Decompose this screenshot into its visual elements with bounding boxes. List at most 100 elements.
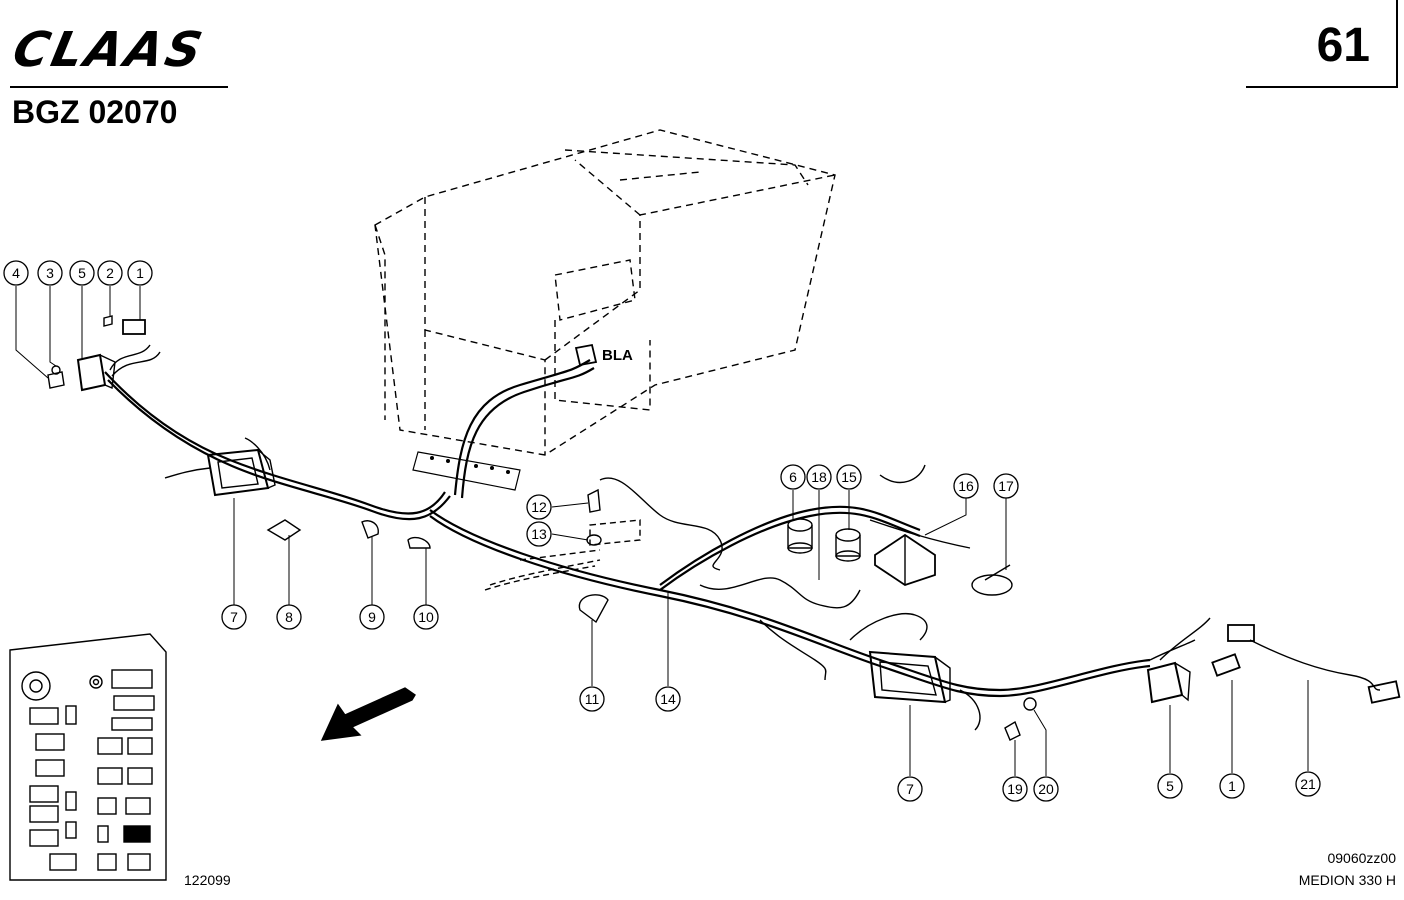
switch-16 — [874, 533, 936, 586]
callout-circle — [579, 686, 605, 712]
callout-circle — [953, 473, 979, 499]
callout-number: 9 — [368, 609, 376, 625]
callout-c13: 13 — [526, 521, 552, 547]
callout-circle — [1157, 773, 1183, 799]
callout-number: 3 — [46, 265, 54, 281]
callout-number: 6 — [789, 469, 797, 485]
fuse-8 — [266, 519, 302, 541]
callout-circle — [655, 686, 681, 712]
callout-number: 19 — [1007, 781, 1023, 797]
callout-number: 5 — [78, 265, 86, 281]
clip-10 — [407, 536, 431, 549]
callout-circle — [897, 776, 923, 802]
header-rule-right — [1246, 86, 1398, 88]
callout-number: 7 — [230, 609, 238, 625]
callout-c20: 20 — [1033, 776, 1059, 802]
callout-number: 21 — [1300, 776, 1316, 792]
bulb-2 — [103, 315, 113, 327]
relay-15 — [835, 528, 861, 562]
work-lamp-left — [206, 448, 276, 497]
callout-c10: 10 — [413, 604, 439, 630]
callout-circle — [836, 464, 862, 490]
cab-outline — [374, 129, 836, 456]
cable-tie-11 — [578, 594, 609, 624]
callout-number: 8 — [285, 609, 293, 625]
bracket-outline — [484, 519, 641, 591]
callout-circle — [526, 521, 552, 547]
callout-c1a: 1 — [127, 260, 153, 286]
callout-number: 17 — [998, 478, 1014, 494]
callout-circle — [1033, 776, 1059, 802]
callout-c7b: 7 — [897, 776, 923, 802]
callout-number: 20 — [1038, 781, 1054, 797]
callout-circle — [37, 260, 63, 286]
callout-c4: 4 — [3, 260, 29, 286]
callout-circle — [780, 464, 806, 490]
callout-circle — [127, 260, 153, 286]
callout-circle — [806, 464, 832, 490]
callout-circle — [1002, 776, 1028, 802]
callout-number: 16 — [958, 478, 974, 494]
callout-c16: 16 — [953, 473, 979, 499]
main-harness — [104, 359, 1151, 698]
callout-number: 14 — [660, 691, 676, 707]
callout-c7a: 7 — [221, 604, 247, 630]
callout-circle — [221, 604, 247, 630]
side-light-left — [76, 353, 116, 392]
callout-circle — [359, 604, 385, 630]
callout-number: 15 — [841, 469, 857, 485]
callout-c14: 14 — [655, 686, 681, 712]
callout-c18: 18 — [806, 464, 832, 490]
callout-circle — [526, 494, 552, 520]
header-rule-left — [10, 86, 228, 88]
switch-1-right — [1211, 653, 1241, 677]
clip-9 — [361, 520, 379, 539]
callout-number: 11 — [585, 691, 600, 707]
callout-number: 13 — [531, 526, 547, 542]
callout-circle — [1219, 773, 1245, 799]
callout-c6: 6 — [780, 464, 806, 490]
callout-c3: 3 — [37, 260, 63, 286]
footer-model: MEDION 330 H — [1298, 872, 1396, 888]
callout-number: 1 — [136, 265, 144, 281]
bulb-4 — [47, 371, 65, 389]
callout-c17: 17 — [993, 473, 1019, 499]
callout-c15: 15 — [836, 464, 862, 490]
direction-arrow-icon — [320, 687, 416, 741]
connector-label: BLA — [602, 347, 633, 364]
header-edge — [1396, 0, 1398, 86]
callout-circle — [1295, 771, 1321, 797]
leader-lines — [15, 286, 1309, 776]
switch-12 — [587, 488, 601, 513]
side-light-right — [1146, 661, 1191, 704]
callout-number: 2 — [106, 265, 114, 281]
callout-c19: 19 — [1002, 776, 1028, 802]
callout-number: 5 — [1166, 778, 1174, 794]
page-number: 61 — [1316, 19, 1370, 72]
footer-left-code: 122099 — [184, 872, 231, 888]
connector-bla — [574, 343, 598, 367]
page-index-panel — [9, 633, 167, 881]
callout-number: 7 — [906, 781, 914, 797]
nut-13 — [586, 534, 602, 546]
callout-c9: 9 — [359, 604, 385, 630]
work-lamp-right — [868, 650, 951, 704]
mount-plate — [412, 451, 521, 491]
callout-number: 4 — [12, 265, 20, 281]
callout-circle — [993, 473, 1019, 499]
callout-number: 10 — [418, 609, 434, 625]
callout-c21: 21 — [1295, 771, 1321, 797]
callout-c2: 2 — [97, 260, 123, 286]
callout-c8: 8 — [276, 604, 302, 630]
footer-right-code: 09060zz00 — [1327, 850, 1396, 866]
nut-20 — [1023, 697, 1037, 711]
callout-c11: 11 — [579, 686, 605, 712]
callout-circle — [276, 604, 302, 630]
callout-circle — [97, 260, 123, 286]
callout-c1b: 1 — [1219, 773, 1245, 799]
switch-1 — [122, 319, 146, 335]
callout-number: 1 — [1228, 778, 1236, 794]
drawing-code: BGZ 02070 — [12, 94, 178, 130]
